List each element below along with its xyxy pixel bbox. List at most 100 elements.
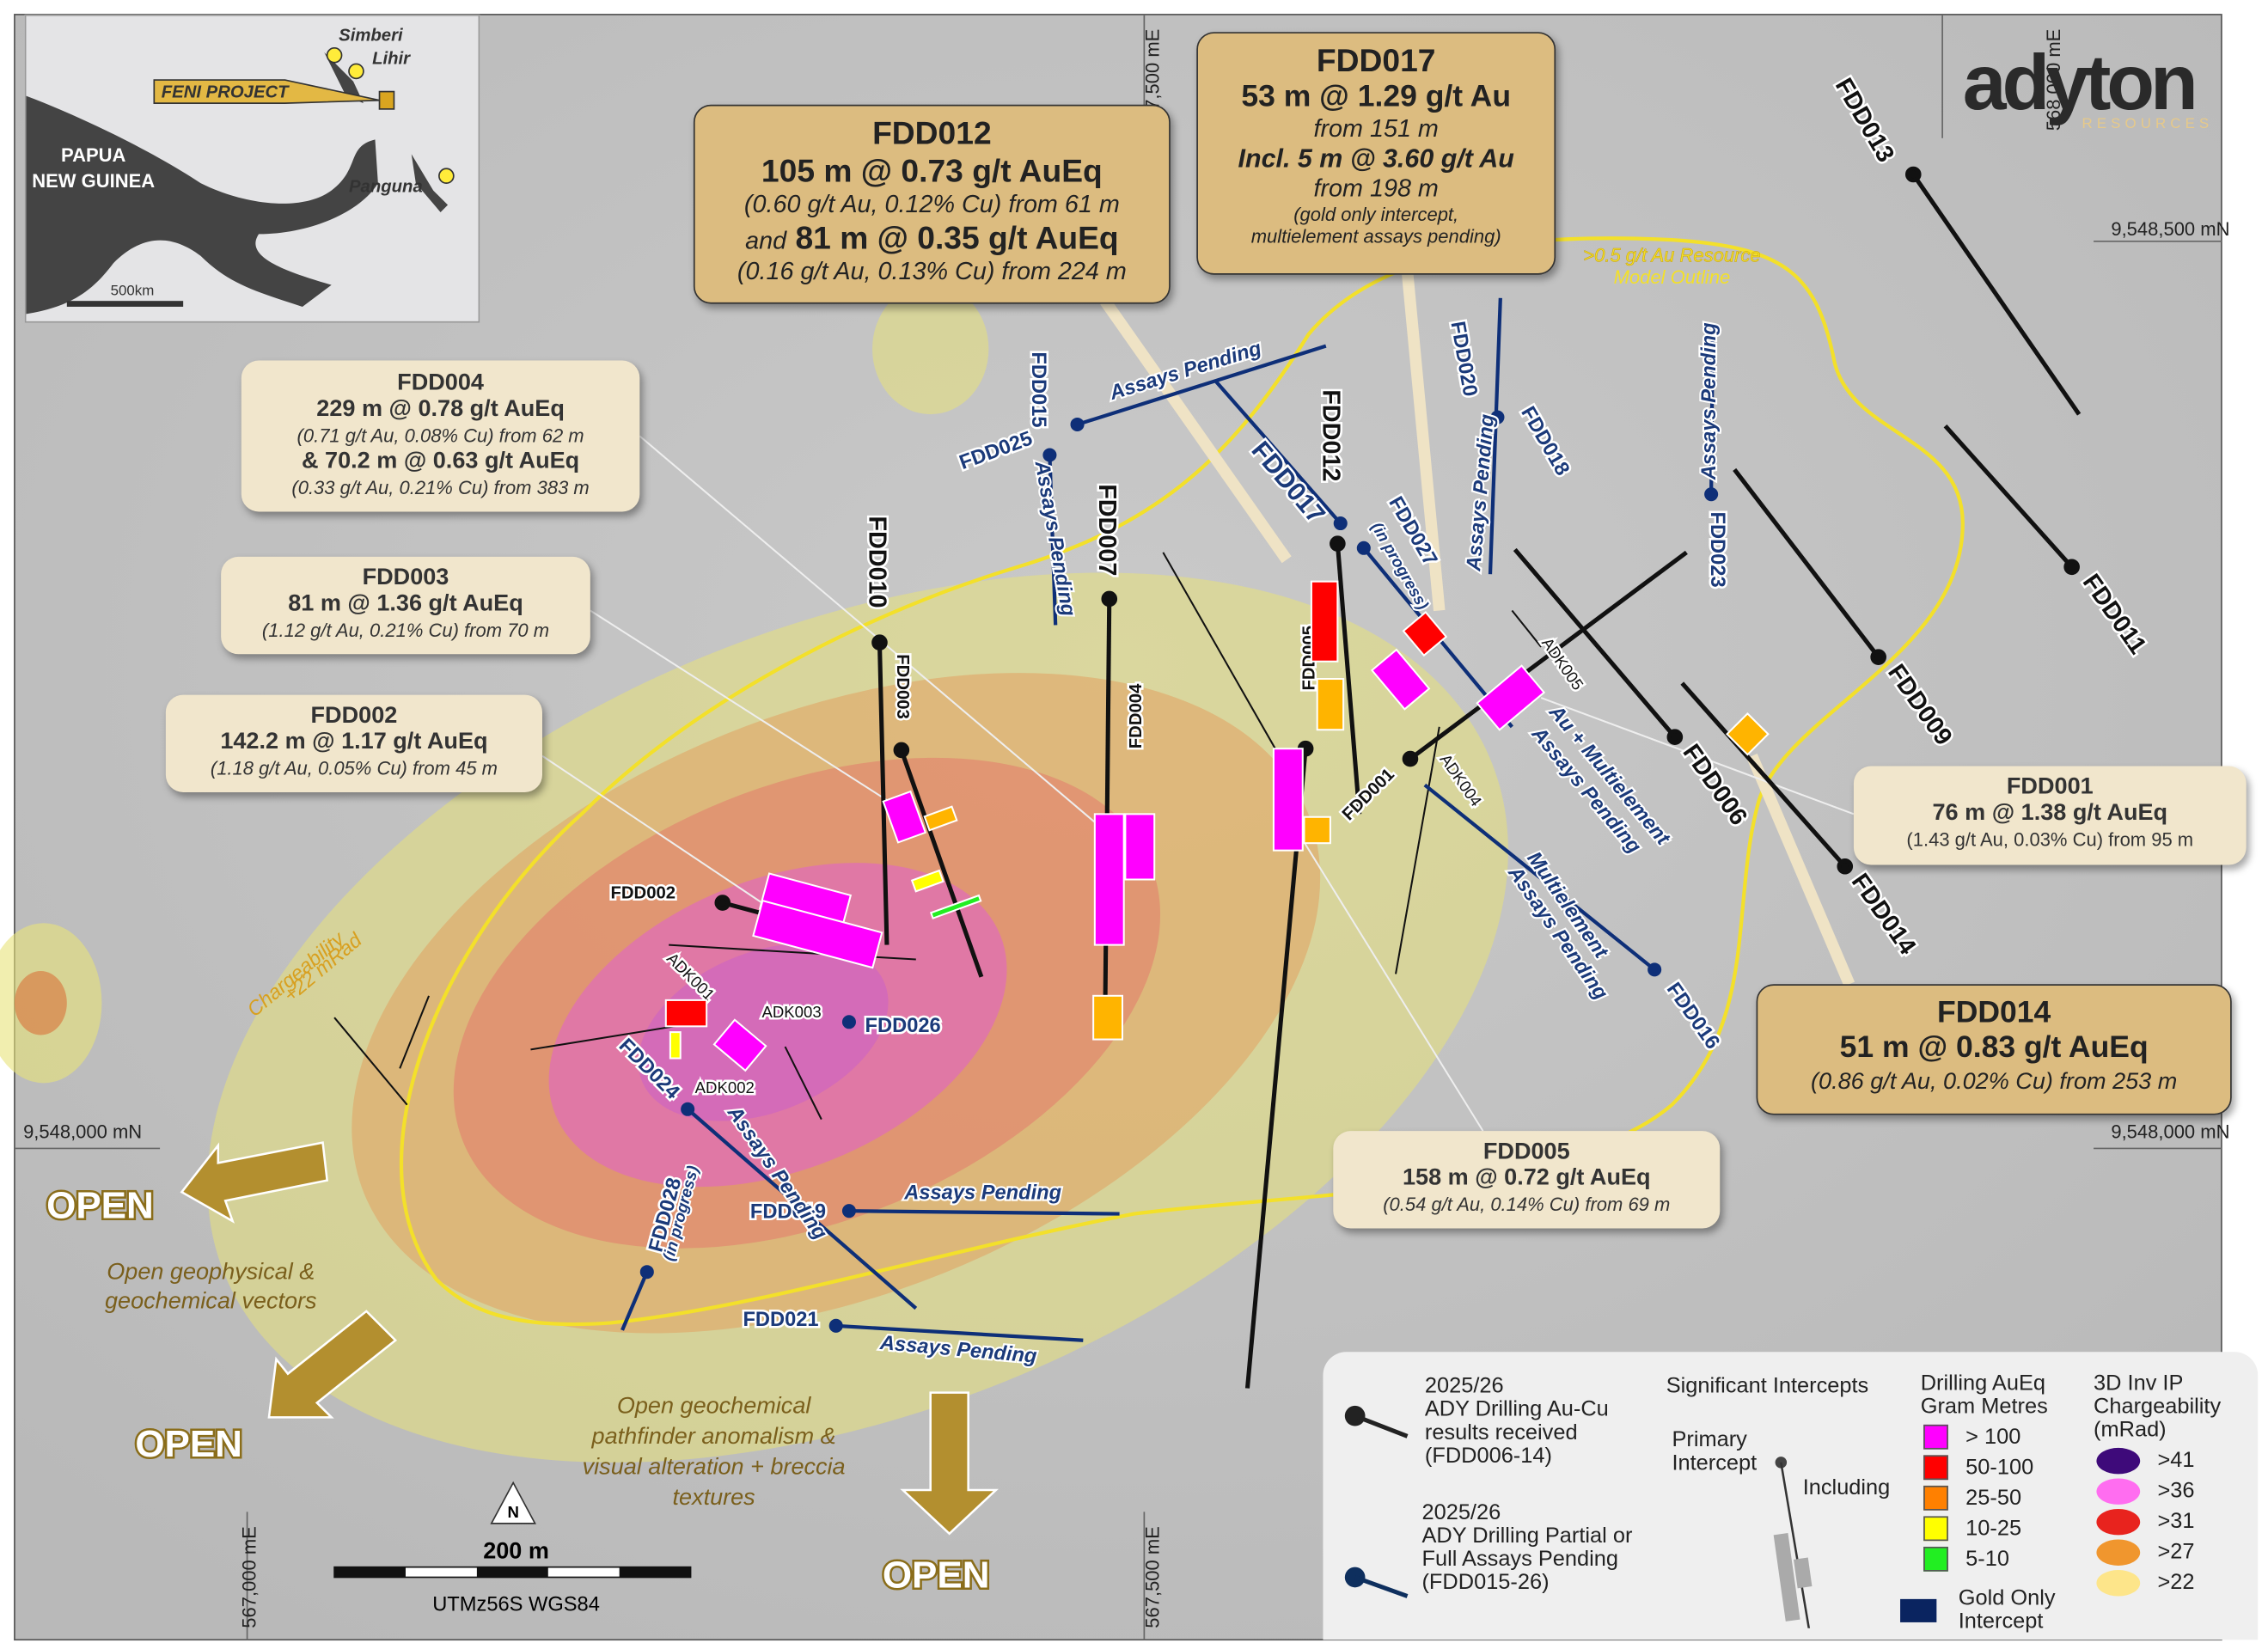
callout-title: FDD003 bbox=[362, 565, 449, 590]
legend-including: Including bbox=[1802, 1475, 1891, 1500]
callout-title: FDD004 bbox=[397, 370, 484, 396]
open-vectors-note: geochemical vectors bbox=[105, 1288, 317, 1314]
adyton-logo: adyton RESOURCES bbox=[1963, 39, 2214, 131]
chargeability-22-blob bbox=[872, 283, 989, 415]
open-label: OPEN bbox=[883, 1554, 990, 1596]
callout-intercept: 229 m @ 0.78 g/t AuEq bbox=[316, 396, 565, 422]
drillhole-label: FDD002 bbox=[611, 883, 676, 902]
pathfinder-note: Open geochemical bbox=[617, 1392, 812, 1418]
callout-fdd012: FDD012 105 m @ 0.73 g/t AuEq (0.60 g/t A… bbox=[693, 104, 1171, 304]
callout-intercept: 158 m @ 0.72 g/t AuEq bbox=[1402, 1165, 1651, 1191]
callout-detail: (1.18 g/t Au, 0.05% Cu) from 45 m bbox=[210, 757, 498, 779]
legend-hole-icons bbox=[1344, 1405, 1409, 1598]
intercept-5-10 bbox=[929, 894, 982, 919]
open-arrows bbox=[180, 1141, 1000, 1536]
legend-sig-title: Significant Intercepts bbox=[1666, 1373, 1869, 1399]
open-label: OPEN bbox=[135, 1423, 242, 1465]
legend-ip-list: >41 >36 >31 >27 >22 bbox=[2096, 1445, 2195, 1598]
legend-ip-item: >27 bbox=[2096, 1536, 2195, 1567]
callout-detail: and bbox=[745, 226, 787, 255]
callout-intercept: & 70.2 m @ 0.63 g/t AuEq bbox=[301, 449, 580, 474]
resource-outline-label: >0.5 g/t Au Resource bbox=[1583, 245, 1760, 266]
location-inset-map: Simberi Lihir Panguna FENI PROJECT PAPUA… bbox=[24, 14, 480, 323]
legend-ip-item: >22 bbox=[2096, 1567, 2195, 1598]
drillhole-label: FDD019 bbox=[750, 1201, 826, 1224]
legend-ip-item: >36 bbox=[2096, 1475, 2195, 1506]
callout-detail: multielement assays pending) bbox=[1250, 225, 1501, 247]
callout-intercept: 142.2 m @ 1.17 g/t AuEq bbox=[220, 730, 488, 754]
intercept-25-50 bbox=[923, 805, 958, 832]
svg-text:adyton: adyton bbox=[1963, 39, 2194, 126]
intercept-25-50 bbox=[1316, 678, 1345, 731]
legend-gm-item: 5-10 bbox=[1923, 1544, 2033, 1575]
chargeability-36-shell bbox=[548, 863, 1007, 1188]
callout-title: FDD001 bbox=[2006, 774, 2094, 800]
intercept-25-50 bbox=[1303, 815, 1331, 845]
callout-detail: (0.16 g/t Au, 0.13% Cu) from 224 m bbox=[737, 257, 1127, 285]
drillholes-pending bbox=[620, 297, 1719, 1342]
intercept-gt100 bbox=[1093, 813, 1125, 946]
intercept-gt100 bbox=[1272, 748, 1304, 852]
north-arrow-icon: N bbox=[490, 1481, 536, 1524]
callout-detail: from 198 m bbox=[1313, 174, 1439, 203]
assays-pending-label: Assays Pending bbox=[1698, 322, 1721, 480]
callout-title: FDD002 bbox=[310, 703, 398, 729]
callout-detail: (0.33 g/t Au, 0.21% Cu) from 383 m bbox=[291, 476, 590, 499]
callout-detail: (0.71 g/t Au, 0.08% Cu) from 62 m bbox=[296, 424, 584, 447]
country-label: NEW GUINEA bbox=[32, 169, 156, 192]
callout-title: FDD014 bbox=[1937, 995, 2051, 1029]
intercept-10-25 bbox=[669, 1031, 682, 1060]
open-arrow-icon bbox=[180, 1141, 329, 1224]
svg-text:RESOURCES: RESOURCES bbox=[2082, 115, 2214, 131]
callout-detail: (1.43 g/t Au, 0.03% Cu) from 95 m bbox=[1906, 828, 2194, 851]
callout-detail: (0.86 g/t Au, 0.02% Cu) from 253 m bbox=[1811, 1070, 2178, 1095]
project-label: FENI PROJECT bbox=[161, 81, 289, 102]
callout-fdd002: FDD002 142.2 m @ 1.17 g/t AuEq (1.18 g/t… bbox=[165, 694, 543, 792]
legend-ip-item: >31 bbox=[2096, 1506, 2195, 1537]
scale-label: 200 m bbox=[483, 1538, 549, 1564]
adk-label: ADK003 bbox=[761, 1003, 821, 1021]
open-vectors-note: Open geophysical & bbox=[107, 1259, 315, 1285]
legend-gm-item: 50-100 bbox=[1923, 1452, 2033, 1483]
grid-label-northing: 9,548,000 mN bbox=[2111, 1121, 2229, 1143]
png-map bbox=[26, 46, 455, 315]
place-label: Lihir bbox=[372, 47, 411, 69]
callout-detail: (1.12 g/t Au, 0.21% Cu) from 70 m bbox=[261, 619, 550, 642]
intercept-50-100 bbox=[1402, 611, 1448, 657]
chargeability-27-blob bbox=[14, 971, 67, 1035]
intercept-25-50 bbox=[1726, 712, 1770, 756]
inset-scale-label: 500km bbox=[110, 283, 155, 300]
grid-label-easting: 567,500 mE bbox=[1141, 1526, 1163, 1628]
chargeability-41-shell bbox=[638, 943, 889, 1121]
grid-label-northing: 9,548,500 mN bbox=[2111, 218, 2229, 240]
callout-intercept: 51 m @ 0.83 g/t AuEq bbox=[1839, 1030, 2149, 1065]
callout-title: FDD005 bbox=[1482, 1139, 1570, 1165]
pathfinder-note: visual alteration + breccia bbox=[583, 1453, 846, 1479]
legend-gm-item: 10-25 bbox=[1923, 1513, 2033, 1544]
callout-fdd005: FDD005 158 m @ 0.72 g/t AuEq (0.54 g/t A… bbox=[1333, 1131, 1721, 1229]
intercept-gt100 bbox=[1370, 648, 1431, 711]
intercept-gt100 bbox=[1476, 664, 1546, 731]
resource-outline-label: Model Outline bbox=[1614, 266, 1731, 288]
drillhole-label: FDD026 bbox=[865, 1015, 941, 1037]
pathfinder-note: pathfinder anomalism & bbox=[591, 1423, 836, 1449]
legend-gm-item: 25-50 bbox=[1923, 1483, 2033, 1514]
assays-pending-label: Assays Pending bbox=[903, 1182, 1061, 1205]
drillhole-label: FDD021 bbox=[743, 1309, 818, 1331]
grid-label-easting: 568,000 mE bbox=[2043, 29, 2064, 131]
callout-detail: (gold only intercept, bbox=[1293, 203, 1459, 226]
drillhole-label: FDD015 bbox=[1027, 351, 1049, 427]
legend-gm-item: > 100 bbox=[1923, 1421, 2033, 1452]
drillhole-label: FDD004 bbox=[1127, 683, 1146, 748]
callout-fdd003: FDD003 81 m @ 1.36 g/t AuEq (1.12 g/t Au… bbox=[221, 556, 590, 655]
crs-label: UTMz56S WGS84 bbox=[432, 1593, 600, 1616]
callout-intercept: 81 m @ 1.36 g/t AuEq bbox=[288, 591, 523, 617]
callout-intercept: 53 m @ 1.29 g/t Au bbox=[1241, 80, 1512, 113]
drillhole-label: FDD023 bbox=[1706, 511, 1728, 587]
callout-detail: from 151 m bbox=[1313, 114, 1439, 143]
callout-connectors bbox=[541, 271, 1855, 1132]
